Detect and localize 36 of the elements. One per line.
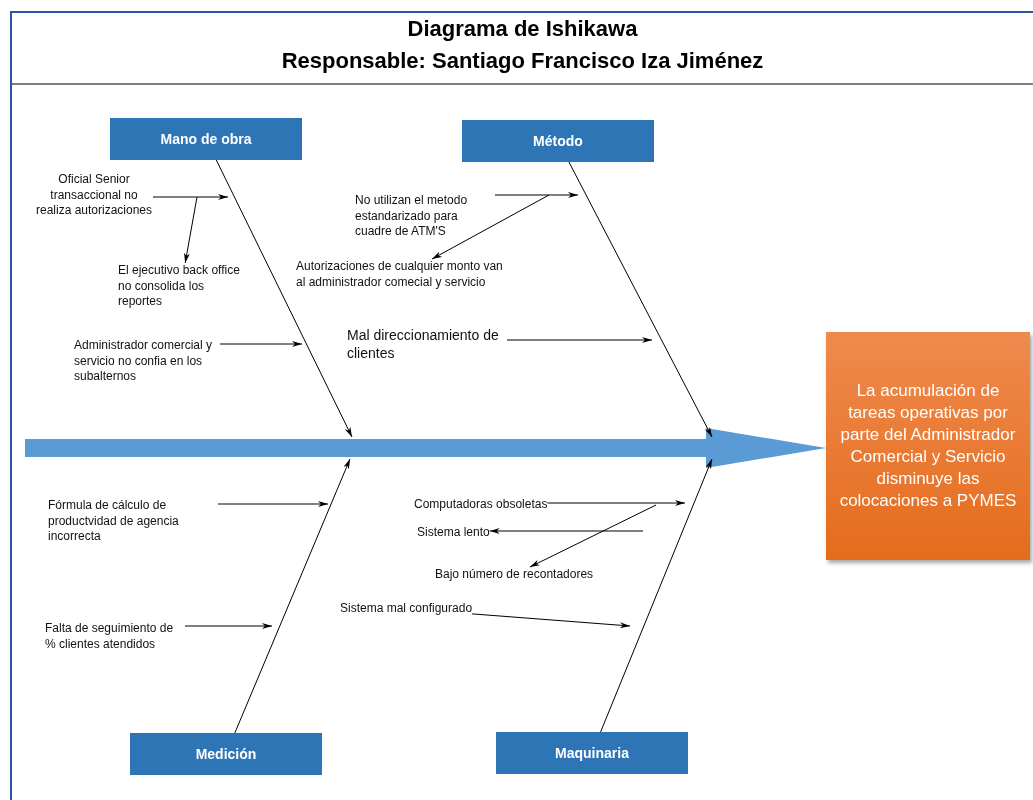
cause-text: Sistema lento: [417, 525, 490, 541]
cause-text: El ejecutivo back office no consolida los reportes: [118, 263, 244, 310]
cause-text: Administrador comercial y servicio no confia en los subalternos: [74, 338, 220, 385]
arrow: [184, 623, 273, 629]
arrow: [529, 504, 657, 568]
cause-text: Fórmula de cálculo de productvidad de agencia incorrecta: [48, 498, 218, 545]
spine-arrow: [25, 428, 826, 468]
cause-text: Falta de seguimiento de % clientes atendidos: [45, 621, 185, 653]
cause-text: Computadoras obsoletas: [414, 497, 548, 513]
arrow: [219, 341, 303, 347]
bone-line: [568, 161, 713, 438]
arrow: [152, 194, 229, 200]
category-box: Maquinaria: [496, 732, 688, 774]
arrow: [506, 337, 653, 343]
arrow: [546, 500, 686, 506]
arrow: [431, 194, 550, 260]
category-box: Mano de obra: [110, 118, 302, 160]
diagram-title: Diagrama de Ishikawa: [406, 16, 639, 42]
cause-text: Bajo número de recontadores: [435, 567, 594, 583]
arrow: [184, 196, 198, 264]
effect-box: La acumulación de tareas operativas por parte del Administrador Comercial y Servicio disminuye las colocaciones a PYMES: [826, 332, 1030, 560]
cause-text: No utilizan el metodo estandarizado para cuadre de ATM'S: [355, 193, 495, 240]
subtitle: Responsable: Santiago Francisco Iza Jiménez: [280, 48, 765, 74]
arrow: [217, 501, 329, 507]
bone-line: [600, 458, 713, 733]
category-box: Método: [462, 120, 654, 162]
category-box: Medición: [130, 733, 322, 775]
cause-text: Sistema mal configurado: [340, 601, 473, 617]
arrow: [494, 192, 579, 198]
bone-line: [215, 159, 353, 438]
cause-text: Autorizaciones de cualquier monto van al administrador comecial y servicio: [296, 259, 511, 291]
cause-text: Mal direccionamiento de clientes: [347, 326, 507, 363]
bone-line: [234, 458, 351, 734]
cause-text: Oficial Senior transaccional no realiza autorizaciones: [35, 172, 153, 219]
arrow: [489, 528, 644, 534]
arrow: [471, 613, 631, 629]
